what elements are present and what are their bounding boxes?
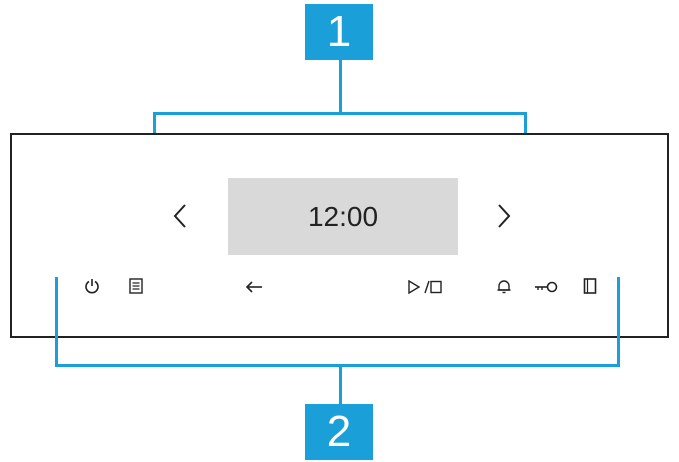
callout-2-left-leg xyxy=(55,277,58,367)
bell-icon[interactable] xyxy=(496,278,512,294)
callout-2-right-leg xyxy=(617,277,620,367)
key-icon[interactable] xyxy=(534,281,558,293)
callout-label-1: 1 xyxy=(305,4,373,60)
chevron-right-icon[interactable] xyxy=(496,203,512,229)
display-time: 12:00 xyxy=(307,200,379,232)
play-stop-icon[interactable] xyxy=(408,280,442,294)
chevron-left-icon[interactable] xyxy=(172,203,188,229)
display-screen: 12:00 xyxy=(228,178,458,255)
back-arrow-icon[interactable] xyxy=(245,280,263,294)
callout-2-stem xyxy=(339,364,342,406)
callout-label-2: 2 xyxy=(305,404,373,460)
power-icon[interactable] xyxy=(84,278,100,294)
callout-1-stem xyxy=(339,60,342,114)
door-icon[interactable] xyxy=(583,278,597,294)
callout-2-bracket xyxy=(55,364,620,367)
menu-icon[interactable] xyxy=(129,278,143,294)
callout-1-bracket xyxy=(153,112,527,115)
